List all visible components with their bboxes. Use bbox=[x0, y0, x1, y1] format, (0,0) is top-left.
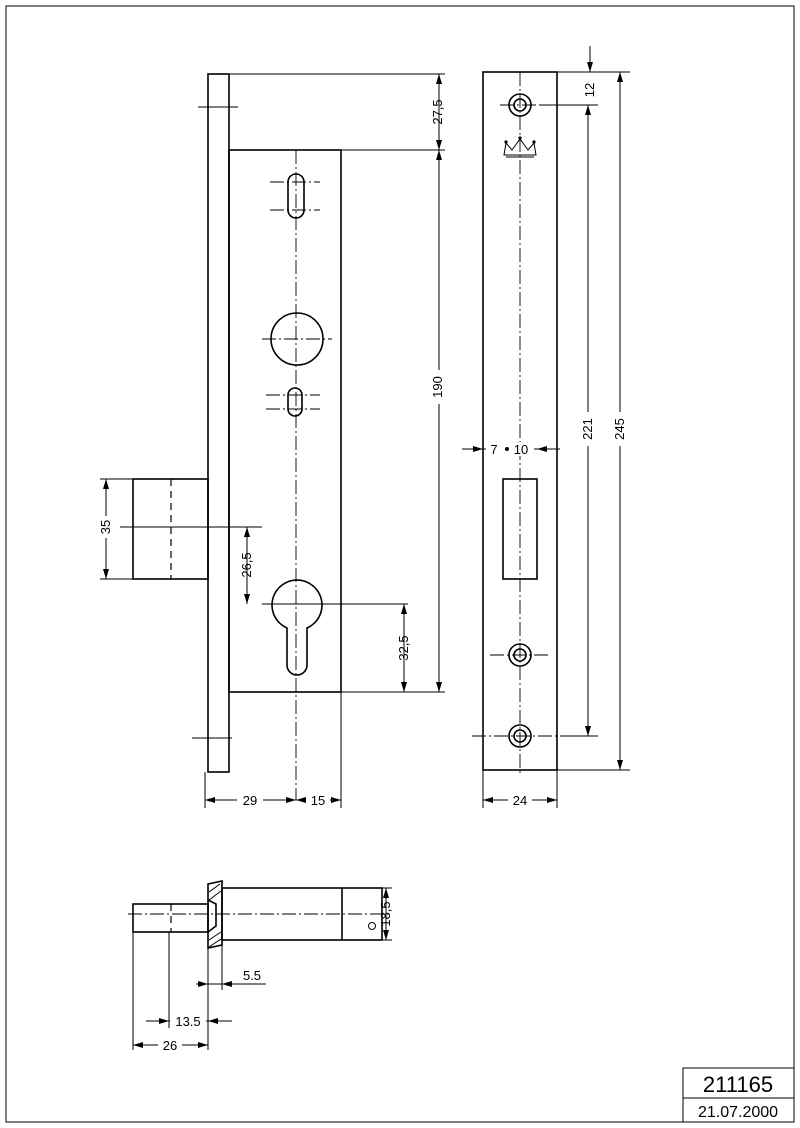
bolt-center-mark-icon bbox=[368, 922, 376, 930]
crown-logo bbox=[503, 138, 537, 158]
dim-35-arrows bbox=[103, 479, 109, 579]
dim-26-label: 26 bbox=[163, 1038, 177, 1053]
dim-245-label: 245 bbox=[612, 418, 627, 440]
bolt-opening bbox=[502, 478, 538, 580]
dim-18-5-label: 18,5 bbox=[378, 901, 393, 926]
part-number: 211165 bbox=[703, 1072, 773, 1097]
side-view: 7 10 12 221 245 24 bbox=[462, 46, 630, 808]
forend-strip bbox=[207, 73, 230, 773]
title-block-frame bbox=[682, 1067, 795, 1123]
dim-15-label: 15 bbox=[311, 793, 325, 808]
bolt-detail: 18,5 5.5 13.5 26 bbox=[128, 880, 393, 1053]
dim-12-label: 12 bbox=[582, 83, 597, 97]
cylinder-cutout bbox=[271, 579, 323, 676]
dim-12-arrow bbox=[587, 62, 593, 72]
dim-190-label: 190 bbox=[430, 376, 445, 398]
dim-221-label: 221 bbox=[580, 418, 595, 440]
screw-hole-middle bbox=[490, 643, 550, 667]
dim-5-5-arrows bbox=[198, 981, 232, 987]
dim-13-5-label: 13.5 bbox=[175, 1014, 200, 1029]
screw-hole-top bbox=[500, 93, 540, 117]
dim-26-5-label: 26,5 bbox=[239, 552, 254, 577]
screw-hole-bottom bbox=[472, 724, 560, 748]
drawing-date: 21.07.2000 bbox=[698, 1104, 778, 1121]
dim-32-5-arrows bbox=[401, 604, 407, 692]
dim-7-label: 7 bbox=[490, 442, 497, 457]
dim-27-5-label: 27,5 bbox=[430, 99, 445, 124]
front-view: 27,5 190 35 26,5 32,5 29 15 bbox=[97, 73, 448, 808]
lower-slot bbox=[287, 387, 303, 417]
bolt-flange-hatch bbox=[208, 883, 222, 948]
dim-29-label: 29 bbox=[243, 793, 257, 808]
lock-case bbox=[228, 149, 342, 693]
title-block: 211165 21.07.2000 bbox=[682, 1067, 795, 1123]
dim-5-5-label: 5.5 bbox=[243, 968, 261, 983]
dim-32-5-label: 32,5 bbox=[396, 635, 411, 660]
drawing-frame bbox=[5, 5, 795, 1123]
dim-10-label: 10 bbox=[514, 442, 528, 457]
dim-7-10-dot bbox=[505, 447, 509, 451]
dim-35-label: 35 bbox=[98, 520, 113, 534]
dim-24-label: 24 bbox=[513, 793, 527, 808]
